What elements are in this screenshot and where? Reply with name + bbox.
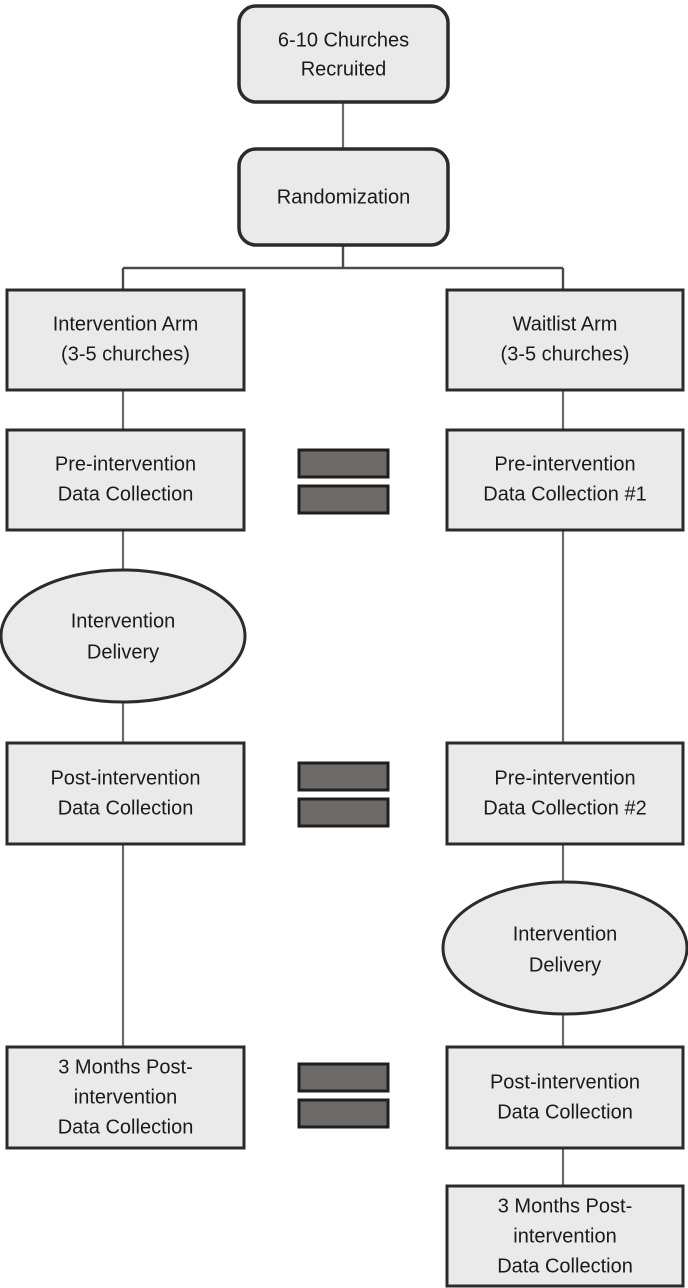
node-left-post-intervention-shape bbox=[5, 741, 246, 846]
node-right-3-months-post-line3: Data Collection bbox=[497, 1255, 633, 1277]
node-right-3-months-post[interactable]: 3 Months Post- intervention Data Collect… bbox=[445, 1184, 685, 1288]
node-waitlist-arm-line1: Waitlist Arm bbox=[513, 313, 618, 335]
equals-connector-3 bbox=[297, 1062, 390, 1129]
node-right-3-months-post-line1: 3 Months Post- bbox=[498, 1195, 633, 1217]
node-left-pre-intervention[interactable]: Pre-intervention Data Collection bbox=[5, 428, 246, 532]
node-waitlist-arm[interactable]: Waitlist Arm (3-5 churches) bbox=[445, 288, 685, 392]
equals-connector-3-bar-bottom bbox=[297, 1098, 390, 1129]
node-intervention-arm-line1: Intervention Arm bbox=[53, 313, 199, 335]
node-left-pre-intervention-line1: Pre-intervention bbox=[55, 453, 196, 475]
node-randomization-line1: Randomization bbox=[277, 186, 410, 208]
node-right-3-months-post-line2: intervention bbox=[513, 1225, 616, 1247]
node-left-3-months-post[interactable]: 3 Months Post- intervention Data Collect… bbox=[5, 1045, 246, 1150]
node-intervention-arm-line2: (3-5 churches) bbox=[61, 343, 190, 365]
node-right-post-intervention[interactable]: Post-intervention Data Collection bbox=[445, 1045, 685, 1150]
node-left-3-months-post-line1: 3 Months Post- bbox=[58, 1056, 193, 1078]
node-randomization[interactable]: Randomization bbox=[237, 147, 450, 247]
node-right-pre-intervention-1-line2: Data Collection #1 bbox=[483, 483, 646, 505]
node-recruited-line1: 6-10 Churches bbox=[278, 29, 409, 51]
node-intervention-arm-shape bbox=[5, 288, 246, 392]
node-right-pre-intervention-2-line2: Data Collection #2 bbox=[483, 797, 646, 819]
node-right-post-intervention-line2: Data Collection bbox=[497, 1101, 633, 1123]
node-right-intervention-delivery[interactable]: Intervention Delivery bbox=[441, 880, 688, 1016]
node-left-3-months-post-line3: Data Collection bbox=[58, 1116, 194, 1138]
equals-connector-3-bar-top bbox=[297, 1062, 390, 1093]
node-right-post-intervention-shape bbox=[445, 1045, 685, 1150]
node-left-pre-intervention-shape bbox=[5, 428, 246, 532]
node-recruited-shape bbox=[237, 4, 450, 104]
equals-connector-2 bbox=[297, 761, 390, 828]
node-right-pre-intervention-2-shape bbox=[445, 741, 685, 846]
node-intervention-arm[interactable]: Intervention Arm (3-5 churches) bbox=[5, 288, 246, 392]
equals-connector-1 bbox=[297, 448, 390, 515]
node-left-pre-intervention-line2: Data Collection bbox=[58, 483, 194, 505]
node-left-post-intervention[interactable]: Post-intervention Data Collection bbox=[5, 741, 246, 846]
node-right-pre-intervention-1-shape bbox=[445, 428, 685, 532]
node-right-3-months-post-shape bbox=[445, 1184, 685, 1288]
node-waitlist-arm-shape bbox=[445, 288, 685, 392]
node-recruited-line2: Recruited bbox=[301, 58, 387, 80]
node-right-post-intervention-line1: Post-intervention bbox=[490, 1071, 640, 1093]
node-waitlist-arm-line2: (3-5 churches) bbox=[501, 343, 630, 365]
node-right-pre-intervention-2[interactable]: Pre-intervention Data Collection #2 bbox=[445, 741, 685, 846]
node-left-post-intervention-line2: Data Collection bbox=[58, 797, 194, 819]
node-left-intervention-delivery[interactable]: Intervention Delivery bbox=[0, 568, 247, 704]
equals-connector-2-bar-top bbox=[297, 761, 390, 792]
node-right-intervention-delivery-line2: Delivery bbox=[529, 954, 601, 976]
node-left-intervention-delivery-line2: Delivery bbox=[87, 641, 159, 663]
equals-connector-1-bar-bottom bbox=[297, 484, 390, 515]
node-right-pre-intervention-1[interactable]: Pre-intervention Data Collection #1 bbox=[445, 428, 685, 532]
node-randomization-shape bbox=[237, 147, 450, 247]
node-recruited[interactable]: 6-10 Churches Recruited bbox=[237, 4, 450, 104]
node-left-3-months-post-line2: intervention bbox=[74, 1086, 177, 1108]
connector-lines bbox=[121, 102, 565, 1186]
node-left-intervention-delivery-line1: Intervention bbox=[71, 610, 176, 632]
node-right-pre-intervention-1-line1: Pre-intervention bbox=[494, 453, 635, 475]
equals-connector-1-bar-top bbox=[297, 448, 390, 479]
equals-connector-2-bar-bottom bbox=[297, 797, 390, 828]
node-right-intervention-delivery-line1: Intervention bbox=[513, 923, 618, 945]
node-right-intervention-delivery-shape bbox=[441, 880, 688, 1016]
node-left-3-months-post-shape bbox=[5, 1045, 246, 1150]
node-left-post-intervention-line1: Post-intervention bbox=[50, 767, 200, 789]
node-left-intervention-delivery-shape bbox=[0, 568, 247, 704]
node-right-pre-intervention-2-line1: Pre-intervention bbox=[494, 767, 635, 789]
